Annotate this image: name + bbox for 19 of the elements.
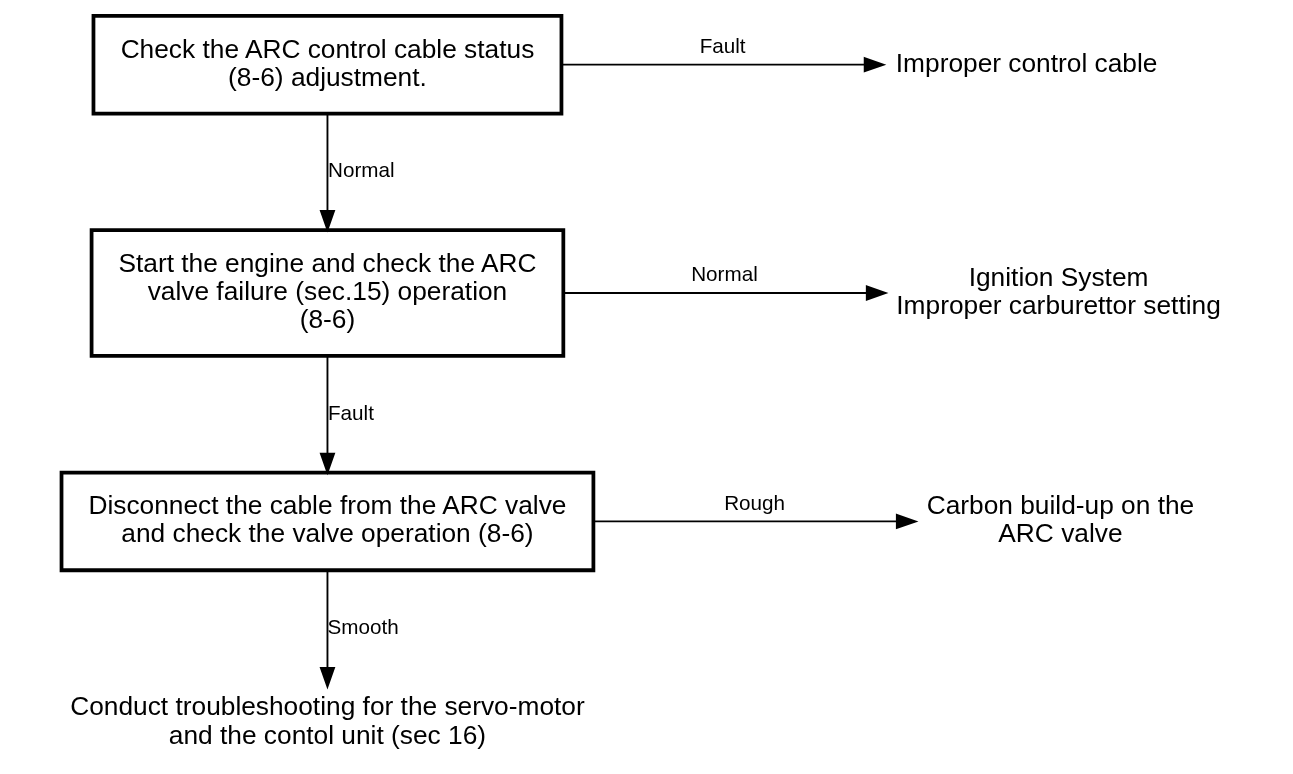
- arrow: [319, 355, 336, 476]
- edge-label: Fault: [699, 34, 746, 58]
- edge-label: Rough: [724, 490, 786, 514]
- node-text: Conduct troubleshooting for the servo-motor and the contol unit (sec 16): [70, 691, 585, 750]
- arrow: [319, 569, 336, 690]
- arrow: [319, 112, 336, 233]
- arrow: [560, 56, 887, 73]
- node-box: Start the engine and check the ARC valve failure (sec.15) operation (8-6): [89, 228, 566, 358]
- node-box: Disconnect the cable from the ARC valve and check the valve operation (8-6): [59, 470, 596, 573]
- node-text: Carbon build-up on the ARC valve: [926, 490, 1195, 549]
- edge-label: Smooth: [327, 614, 399, 638]
- edge-label: Normal: [691, 262, 758, 286]
- edge-label: Fault: [327, 400, 374, 424]
- edge-label: Normal: [328, 158, 395, 182]
- node-box: Check the ARC control cable status (8-6) adjustment.: [91, 13, 564, 116]
- arrow: [592, 513, 919, 530]
- arrow: [562, 285, 889, 301]
- node-text: Ignition System Improper carburettor setting: [896, 261, 1221, 321]
- node-text: Improper control cable: [895, 47, 1158, 78]
